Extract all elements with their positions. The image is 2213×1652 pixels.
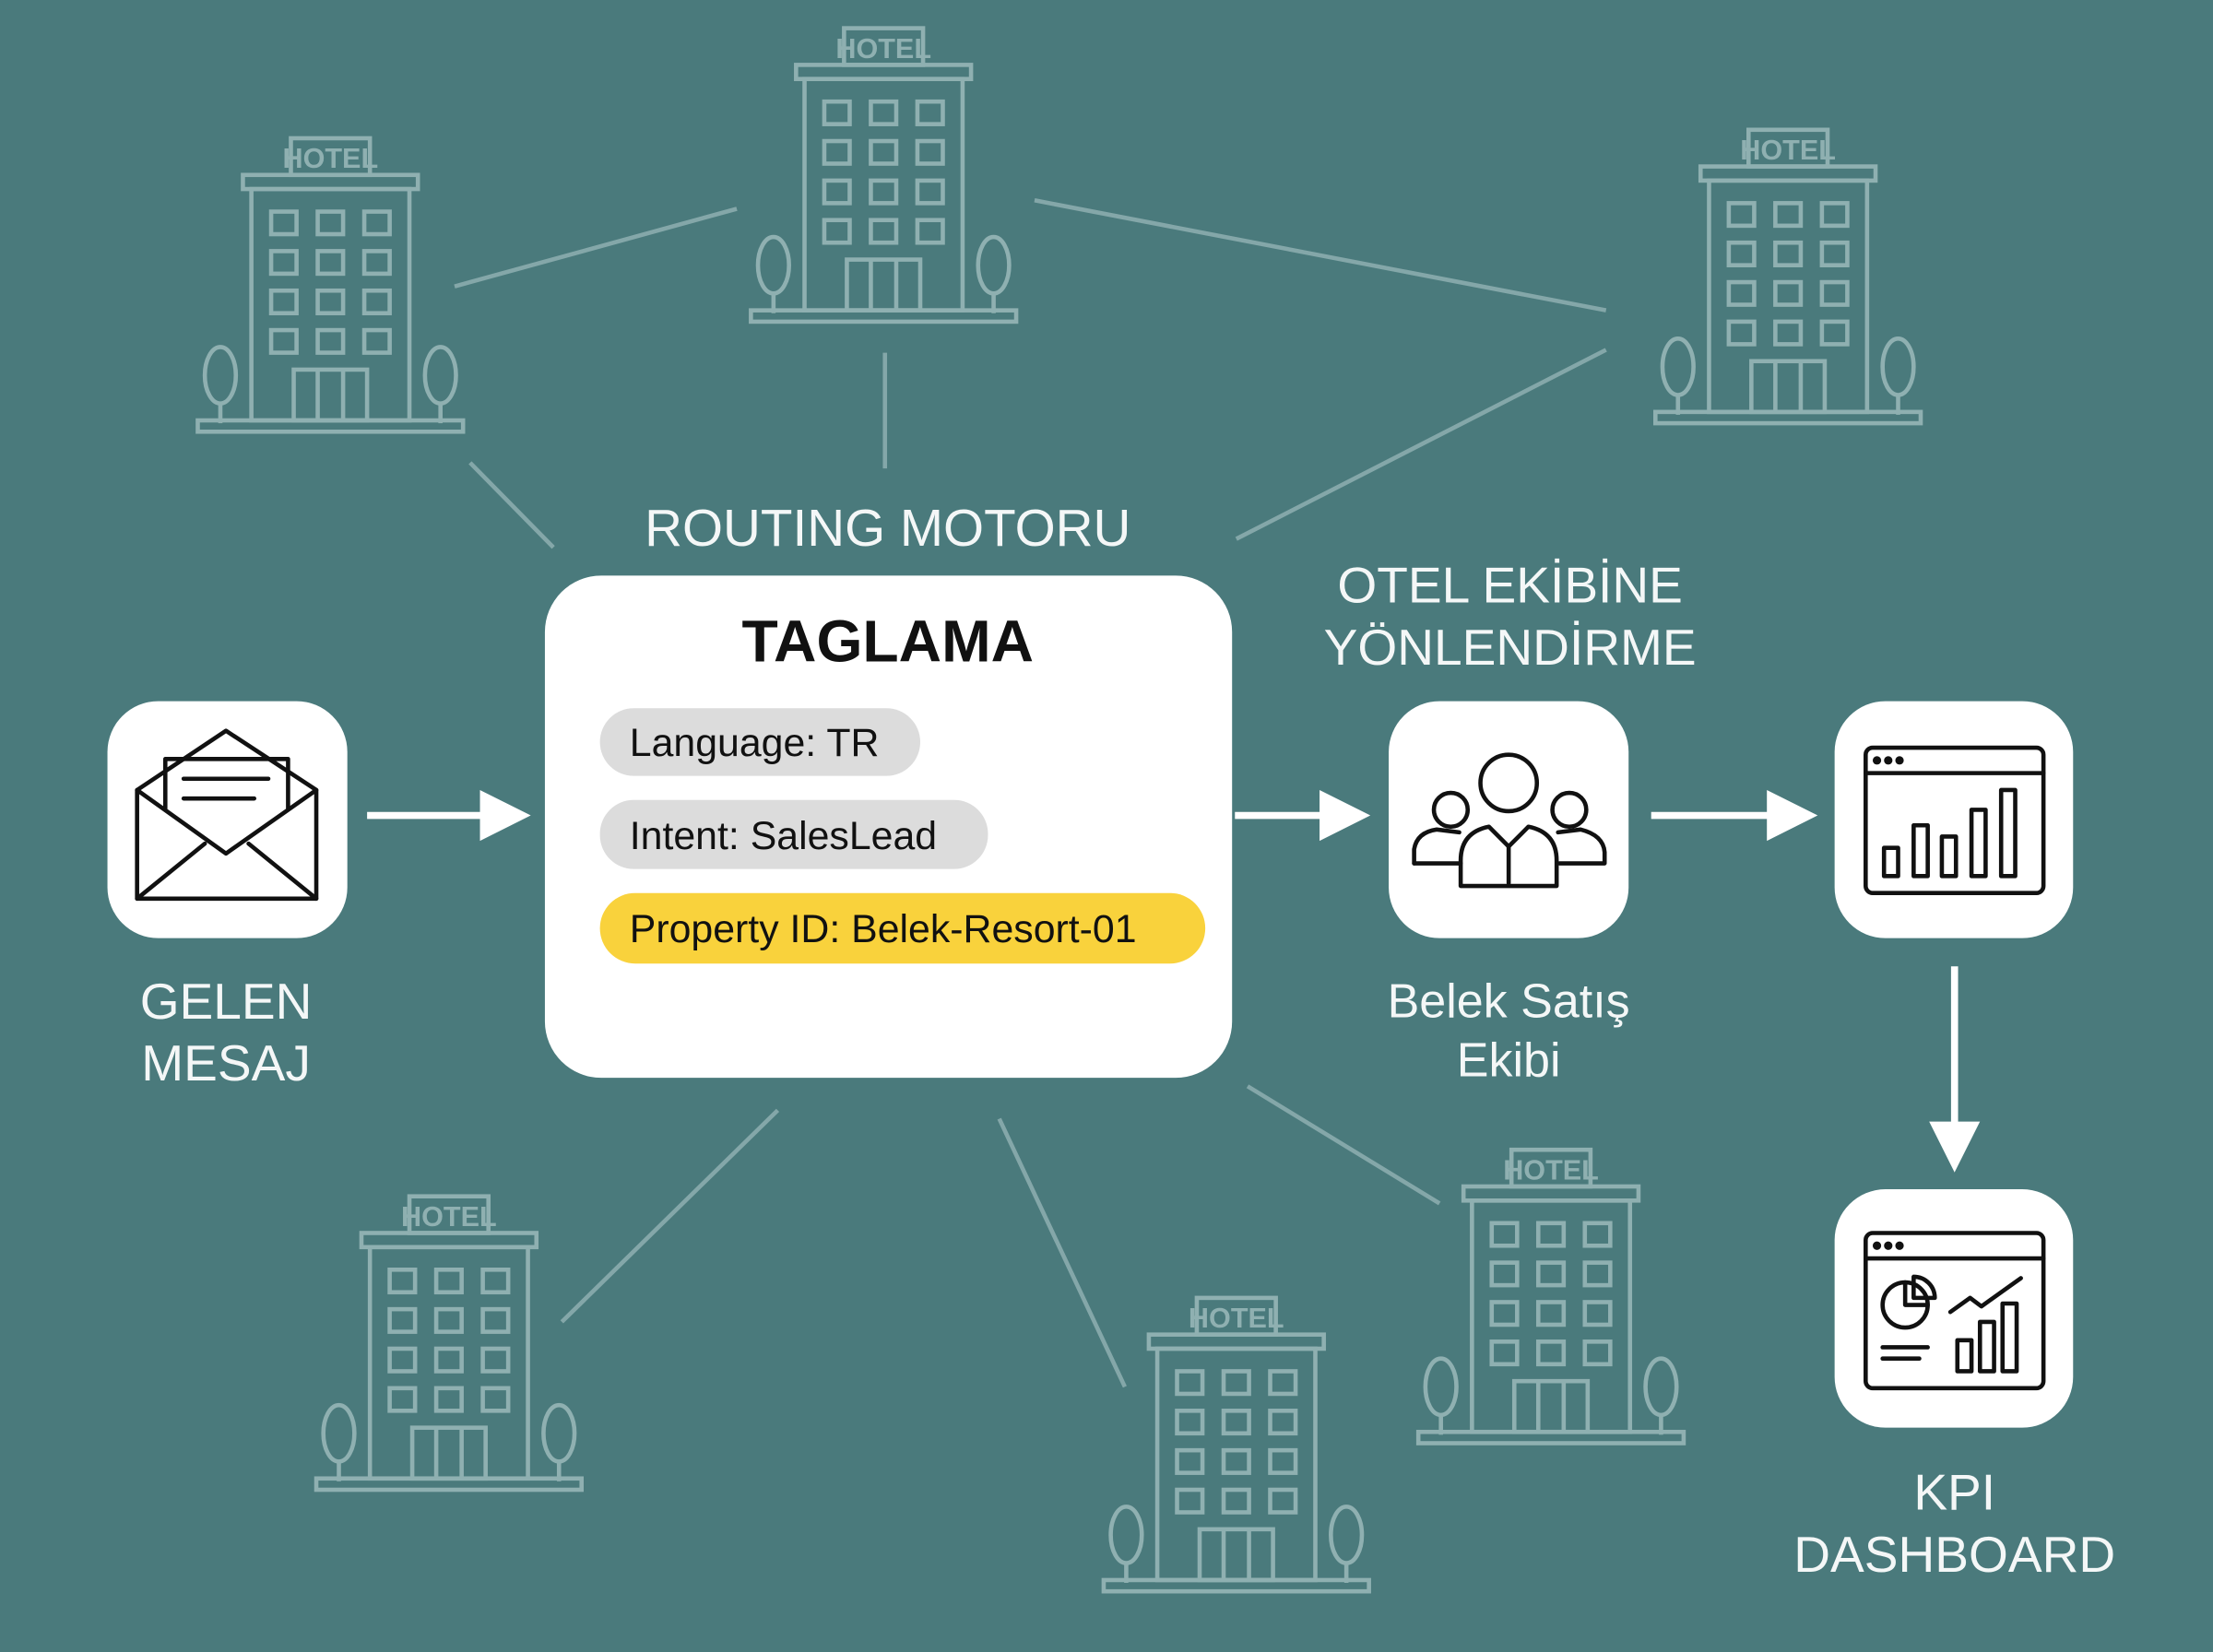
bar-chart-window-icon	[1864, 745, 2046, 895]
kpi-label-line1: KPI	[1913, 1463, 1995, 1520]
hotel-sign-text: HOTEL	[1740, 135, 1836, 166]
connector-line	[560, 1108, 780, 1324]
tag-pill-intent[interactable]	[599, 799, 988, 869]
analytics-card	[1834, 701, 2074, 938]
dashboard-icon	[1864, 1231, 2046, 1391]
connector-line	[1235, 348, 1607, 541]
tag-pill-property-id[interactable]	[599, 892, 1206, 964]
hotel-sign-text: HOTEL	[282, 143, 378, 174]
tag-property-id: Property ID: Belek-Resort-01	[630, 907, 1137, 951]
hotel-sign-text: HOTEL	[1503, 1154, 1599, 1186]
connector-line	[1034, 198, 1607, 313]
tag-intent: Intent: SalesLead	[630, 814, 937, 858]
arrow-right-icon	[1235, 789, 1371, 842]
analytics-node	[1834, 701, 2074, 938]
team-label-line2: Ekibi	[1457, 1034, 1561, 1088]
hotel-icon: HOTEL	[751, 29, 1016, 322]
incoming-label-line2: MESAJ	[141, 1034, 311, 1092]
routing-title: ROUTING MOTORU	[645, 499, 1130, 557]
hotel-sign-text: HOTEL	[835, 33, 931, 65]
team-card	[1389, 701, 1629, 938]
connector-line	[997, 1117, 1127, 1388]
connector-line	[1246, 1084, 1441, 1206]
arrow-down-icon	[1929, 966, 1981, 1173]
tag-pill-language[interactable]	[599, 708, 920, 776]
team-icon	[1412, 752, 1607, 889]
routing-engine: ROUTING MOTORU TAGLAMA Language: TR Inte…	[544, 499, 1233, 1079]
incoming-label-line1: GELEN	[140, 973, 313, 1030]
kpi-label-line2: DASHBOARD	[1793, 1526, 2115, 1583]
incoming-message-node: GELEN MESAJ	[107, 701, 348, 1092]
team-node: OTEL EKİBİNE YÖNLENDİRME Belek Satış Eki…	[1324, 556, 1697, 1087]
tag-language: Language: TR	[630, 721, 880, 765]
hotel-icon: HOTEL	[316, 1197, 582, 1490]
incoming-message-card	[107, 701, 348, 938]
envelope-icon	[135, 728, 319, 902]
team-title-line1: OTEL EKİBİNE	[1337, 556, 1682, 613]
team-label-line1: Belek Satış	[1388, 974, 1630, 1028]
connector-lines	[454, 198, 1607, 1388]
hotel-sign-text: HOTEL	[1189, 1303, 1284, 1334]
tagging-heading: TAGLAMA	[742, 608, 1034, 675]
hotel-icon: HOTEL	[1655, 130, 1921, 423]
team-title-line2: YÖNLENDİRME	[1324, 619, 1697, 676]
arrow-right-icon	[1651, 789, 1818, 842]
hotel-icon: HOTEL	[1104, 1298, 1369, 1591]
hotel-icon: HOTEL	[197, 138, 463, 431]
connector-line	[468, 461, 555, 549]
arrow-right-icon	[367, 789, 531, 842]
connector-line	[454, 206, 738, 289]
kpi-node: KPI DASHBOARD	[1793, 1189, 2115, 1583]
hotel-sign-text: HOTEL	[401, 1201, 497, 1233]
hotel-icon: HOTEL	[1418, 1150, 1684, 1443]
